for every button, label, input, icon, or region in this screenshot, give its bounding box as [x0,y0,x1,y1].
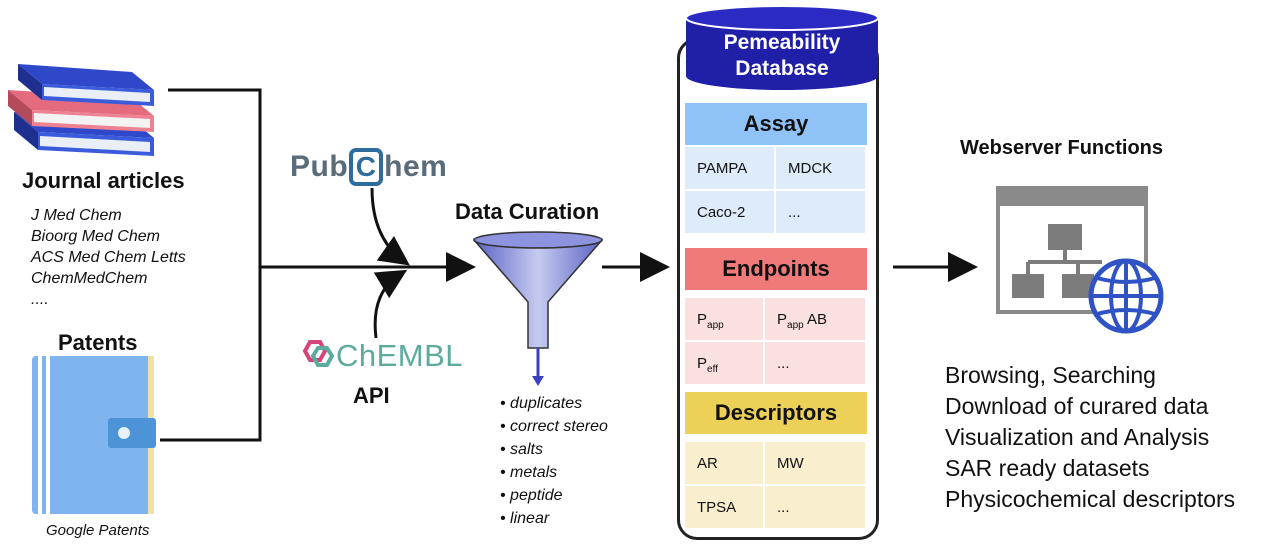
descriptor-cell: AR [685,442,765,486]
curation-step: • correct stereo [500,418,608,435]
section-assay-header: Assay [685,103,867,145]
patents-title: Patents [58,330,138,355]
api-label: API [353,383,390,408]
globe-icon [1088,258,1164,334]
endpoint-cell: Peff [685,342,765,386]
webserver-title: Webserver Functions [960,137,1164,159]
curation-step: • metals [500,464,558,481]
funnel-icon [473,231,603,386]
notebook-icon [32,356,156,514]
journal-item: .... [31,291,49,308]
journal-item: J Med Chem [31,207,122,224]
descriptor-cell: ... [765,486,867,530]
chembl-icon [302,340,334,367]
endpoint-cell: Papp [685,298,765,342]
endpoint-cell: Papp AB [765,298,867,342]
curation-title: Data Curation [455,199,600,224]
books-icon [8,64,154,156]
function-item: Physicochemical descriptors [945,486,1236,512]
assay-cell: MDCK [776,147,867,191]
journals-title: Journal articles [22,168,185,193]
curation-step: • peptide [500,487,563,504]
descriptor-cell: MW [765,442,867,486]
webserver-functions: Browsing, Searching Download of curared … [945,360,1235,515]
journal-item: ACS Med Chem Letts [31,249,186,266]
function-item: SAR ready datasets [945,455,1150,481]
pubchem-logo-part: hem [384,150,448,183]
function-item: Visualization and Analysis [945,424,1210,450]
journal-item: Bioorg Med Chem [31,228,160,245]
curation-step: • salts [500,441,543,458]
chembl-logo: ChEMBL [336,338,464,373]
curation-step: • linear [500,510,550,527]
curation-step: • duplicates [500,395,583,412]
journal-item: ChemMedChem [31,270,148,287]
patents-source: Google Patents [46,522,150,539]
section-descriptors-header: Descriptors [685,392,867,434]
descriptor-cell: TPSA [685,486,765,530]
function-item: Download of curared data [945,393,1209,419]
journal-list: J Med Chem Bioorg Med Chem ACS Med Chem … [31,205,186,310]
section-endpoints-header: Endpoints [685,248,867,290]
database-title: Pemeability Database [723,31,841,80]
pubchem-logo-part: Pub [290,150,349,183]
endpoint-cell: ... [765,342,867,386]
function-item: Browsing, Searching [945,362,1156,388]
assay-cell: ... [776,191,867,235]
database-cylinder-icon [685,5,879,90]
pubchem-logo-part: C [349,148,384,186]
assay-cell: Caco-2 [685,191,776,235]
curation-steps: • duplicates • correct stereo • salts • … [500,392,608,530]
assay-cell: PAMPA [685,147,776,191]
